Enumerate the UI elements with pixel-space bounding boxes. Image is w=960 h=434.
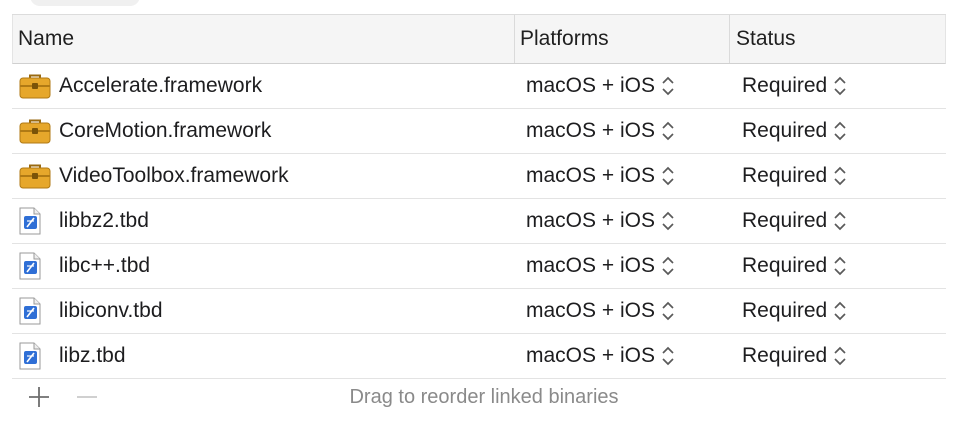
column-header-platforms[interactable]: Platforms xyxy=(515,15,730,63)
table-row[interactable]: libbz2.tbd macOS + iOS Required xyxy=(12,199,946,244)
table-footer: Drag to reorder linked binaries xyxy=(12,372,946,422)
add-button[interactable] xyxy=(24,382,54,412)
status-value: Required xyxy=(742,74,828,97)
chevron-up-down-icon xyxy=(661,345,675,367)
row-name-cell: Accelerate.framework xyxy=(12,64,514,108)
chevron-up-down-icon xyxy=(833,345,847,367)
table-header: Name Platforms Status xyxy=(12,15,946,64)
column-header-status[interactable]: Status xyxy=(730,15,945,63)
toolbox-icon xyxy=(19,117,51,145)
linked-binaries-table: Name Platforms Status Accelerate.framewo… xyxy=(12,14,946,379)
row-name-cell: VideoToolbox.framework xyxy=(12,154,514,198)
status-value: Required xyxy=(742,209,828,232)
remove-button[interactable] xyxy=(72,382,102,412)
chevron-up-down-icon xyxy=(833,75,847,97)
row-name-cell: libiconv.tbd xyxy=(12,289,514,333)
binary-name: CoreMotion.framework xyxy=(59,119,272,142)
platforms-value: macOS + iOS xyxy=(526,164,655,187)
status-popup[interactable]: Required xyxy=(729,154,946,198)
platforms-value: macOS + iOS xyxy=(526,254,655,277)
platforms-popup[interactable]: macOS + iOS xyxy=(514,199,729,243)
chevron-up-down-icon xyxy=(661,255,675,277)
platforms-value: macOS + iOS xyxy=(526,344,655,367)
document-icon xyxy=(19,297,51,325)
binary-name: Accelerate.framework xyxy=(59,74,263,97)
platforms-popup[interactable]: macOS + iOS xyxy=(514,109,729,153)
status-value: Required xyxy=(742,254,828,277)
document-icon xyxy=(19,207,51,235)
column-header-status-label: Status xyxy=(736,27,796,50)
row-name-cell: libz.tbd xyxy=(12,334,514,378)
binary-name: libc++.tbd xyxy=(59,254,151,277)
table-row[interactable]: libc++.tbd macOS + iOS Required xyxy=(12,244,946,289)
toolbox-icon xyxy=(19,162,51,190)
row-name-cell: libbz2.tbd xyxy=(12,199,514,243)
binary-name: libz.tbd xyxy=(59,344,126,367)
document-icon xyxy=(19,342,51,370)
status-popup[interactable]: Required xyxy=(729,334,946,378)
chevron-up-down-icon xyxy=(833,300,847,322)
chevron-up-down-icon xyxy=(661,300,675,322)
document-icon xyxy=(19,252,51,280)
table-row[interactable]: libz.tbd macOS + iOS Required xyxy=(12,334,946,379)
table-row[interactable]: libiconv.tbd macOS + iOS Required xyxy=(12,289,946,334)
chevron-up-down-icon xyxy=(833,210,847,232)
status-value: Required xyxy=(742,299,828,322)
row-name-cell: libc++.tbd xyxy=(12,244,514,288)
status-popup[interactable]: Required xyxy=(729,64,946,108)
table-row[interactable]: CoreMotion.framework macOS + iOS Required xyxy=(12,109,946,154)
toolbox-icon xyxy=(19,72,51,100)
status-popup[interactable]: Required xyxy=(729,244,946,288)
platforms-value: macOS + iOS xyxy=(526,209,655,232)
platforms-popup[interactable]: macOS + iOS xyxy=(514,244,729,288)
table-row[interactable]: Accelerate.framework macOS + iOS Required xyxy=(12,64,946,109)
platforms-value: macOS + iOS xyxy=(526,119,655,142)
table-row[interactable]: VideoToolbox.framework macOS + iOS Require… xyxy=(12,154,946,199)
column-header-name-label: Name xyxy=(18,27,75,50)
status-popup[interactable]: Required xyxy=(729,199,946,243)
platforms-popup[interactable]: macOS + iOS xyxy=(514,334,729,378)
platforms-popup[interactable]: macOS + iOS xyxy=(514,154,729,198)
status-popup[interactable]: Required xyxy=(729,109,946,153)
platforms-value: macOS + iOS xyxy=(526,74,655,97)
binary-name: VideoToolbox.framework xyxy=(59,164,289,187)
chevron-up-down-icon xyxy=(833,120,847,142)
binary-name: libbz2.tbd xyxy=(59,209,149,232)
plus-icon xyxy=(29,387,49,407)
column-header-name[interactable]: Name xyxy=(13,15,515,63)
status-popup[interactable]: Required xyxy=(729,289,946,333)
platforms-value: macOS + iOS xyxy=(526,299,655,322)
row-name-cell: CoreMotion.framework xyxy=(12,109,514,153)
chevron-up-down-icon xyxy=(661,210,675,232)
binary-name: libiconv.tbd xyxy=(59,299,163,322)
top-tab xyxy=(30,0,140,6)
chevron-up-down-icon xyxy=(833,165,847,187)
drag-hint: Drag to reorder linked binaries xyxy=(349,385,619,408)
platforms-popup[interactable]: macOS + iOS xyxy=(514,64,729,108)
chevron-up-down-icon xyxy=(833,255,847,277)
chevron-up-down-icon xyxy=(661,165,675,187)
status-value: Required xyxy=(742,119,828,142)
minus-icon xyxy=(77,396,97,398)
status-value: Required xyxy=(742,344,828,367)
platforms-popup[interactable]: macOS + iOS xyxy=(514,289,729,333)
chevron-up-down-icon xyxy=(661,75,675,97)
status-value: Required xyxy=(742,164,828,187)
chevron-up-down-icon xyxy=(661,120,675,142)
column-header-platforms-label: Platforms xyxy=(520,27,609,50)
